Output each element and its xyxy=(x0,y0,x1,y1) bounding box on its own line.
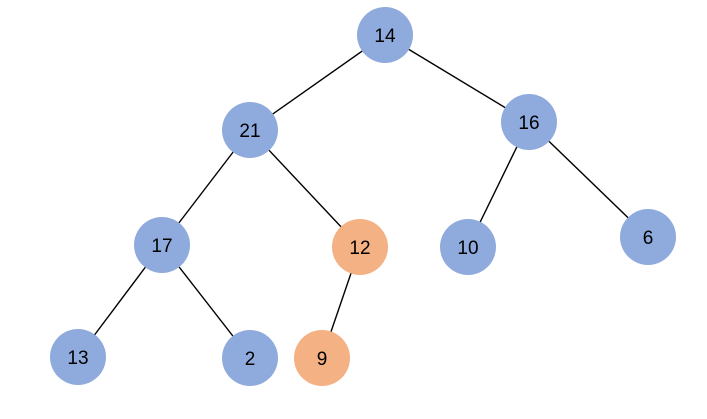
tree-node-value: 10 xyxy=(457,238,478,259)
tree-node-6: 6 xyxy=(620,209,676,265)
tree-node-10: 10 xyxy=(440,219,496,275)
tree-node-21: 21 xyxy=(222,102,278,158)
tree-node-value: 17 xyxy=(151,236,172,257)
tree-node-value: 9 xyxy=(317,349,328,370)
tree-edge-14-16 xyxy=(384,34,530,123)
tree-node-circle-2 xyxy=(222,330,278,386)
tree-node-17: 17 xyxy=(134,217,190,273)
tree-node-value: 13 xyxy=(67,348,88,369)
tree-node-circle-12 xyxy=(332,219,388,275)
tree-node-value: 12 xyxy=(349,238,370,259)
tree-node-value: 21 xyxy=(239,121,260,142)
tree-node-circle-13 xyxy=(50,329,106,385)
tree-node-circle-9 xyxy=(294,330,350,386)
tree-node-16: 16 xyxy=(501,94,557,150)
tree-node-value: 16 xyxy=(518,113,539,134)
tree-node-13: 13 xyxy=(50,329,106,385)
tree-node-circle-10 xyxy=(440,219,496,275)
tree-node-2: 2 xyxy=(222,330,278,386)
tree-node-circle-6 xyxy=(620,209,676,265)
tree-node-14: 14 xyxy=(357,7,413,63)
tree-node-value: 6 xyxy=(643,228,654,249)
tree-node-value: 14 xyxy=(374,26,396,47)
tree-node-value: 2 xyxy=(245,349,256,370)
tree-node-circle-17 xyxy=(134,217,190,273)
tree-node-circle-21 xyxy=(222,102,278,158)
tree-node-9: 9 xyxy=(294,330,350,386)
tree-node-circle-16 xyxy=(501,94,557,150)
tree-node-circle-14 xyxy=(357,7,413,63)
tree-node-12: 12 xyxy=(332,219,388,275)
